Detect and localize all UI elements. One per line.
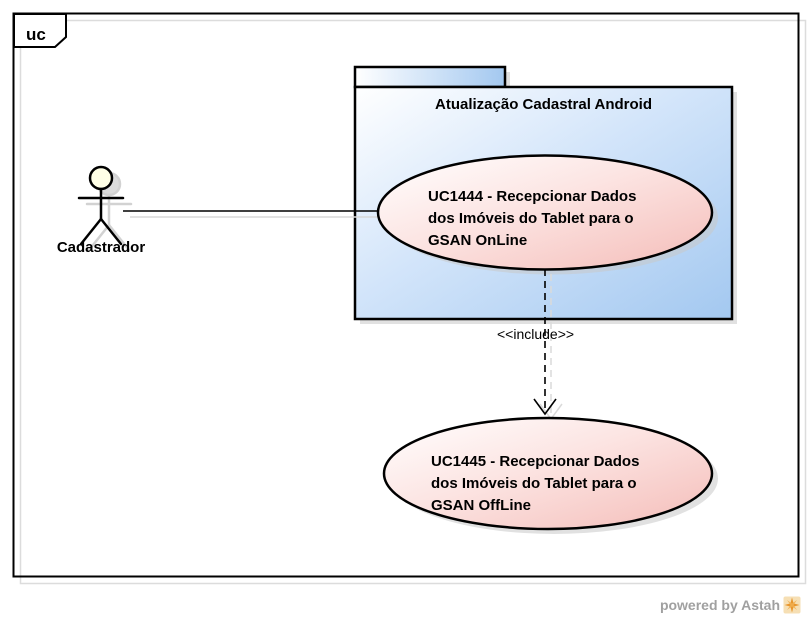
- frame-shadow: [19, 19, 807, 585]
- actor-figure[interactable]: [77, 165, 125, 246]
- diagram-frame: [12, 12, 800, 578]
- uc1445-ellipse[interactable]: [382, 416, 714, 531]
- uc1444-label: UC1444 - Recepcionar Dados dos Imóveis d…: [428, 188, 637, 249]
- include-stereotype-label: <<include>>: [497, 326, 575, 342]
- package-tab[interactable]: [353, 65, 507, 89]
- actor-name-label: Cadastrador: [56, 239, 146, 256]
- frame-kind-tab: [13, 13, 67, 48]
- astah-watermark[interactable]: powered by Astah: [660, 596, 801, 614]
- actor-head[interactable]: [88, 165, 114, 191]
- astah-logo-icon: [783, 596, 801, 614]
- frame-kind-label: uc: [26, 25, 46, 44]
- watermark-text: powered by Astah: [659, 597, 780, 613]
- include-arrow[interactable]: [533, 269, 557, 416]
- package-title: Atualização Cadastral Android: [435, 96, 652, 113]
- uc1445-label: UC1445 - Recepcionar Dados dos Imóveis d…: [431, 453, 640, 514]
